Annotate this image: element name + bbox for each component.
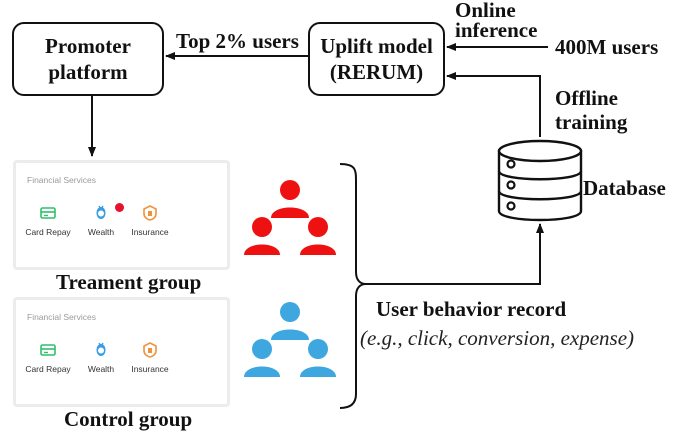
promoter-label-line1: Promoter (45, 34, 131, 58)
service-label: Wealth (87, 364, 115, 374)
treatment-card: Financial Services Card Repay Wealth Ins… (13, 160, 230, 270)
insurance-icon (141, 342, 159, 358)
card-title: Financial Services (27, 312, 96, 322)
service-wealth: Wealth (71, 342, 131, 374)
behavior-record-title: User behavior record (376, 297, 567, 321)
wealth-icon (92, 205, 110, 221)
top-users-label: Top 2% users (176, 29, 299, 53)
offline-training-label: Offline training (555, 86, 627, 134)
uplift-label-line1: Uplift model (320, 34, 433, 58)
service-label: Wealth (87, 227, 115, 237)
treatment-people-icon (244, 180, 336, 255)
service-card-repay: Card Repay (18, 205, 78, 237)
service-card-repay: Card Repay (18, 342, 78, 374)
offline-label-line2: training (555, 110, 628, 134)
online-label-line1: Online (455, 0, 516, 22)
online-label-line2: inference (455, 18, 538, 42)
arrow-behavior-to-database (366, 223, 544, 285)
service-label: Insurance (131, 227, 169, 237)
service-insurance: Insurance (120, 342, 180, 374)
treatment-group-label: Treament group (56, 270, 202, 294)
behavior-brace (339, 163, 367, 409)
service-label: Insurance (131, 364, 169, 374)
card-icon (39, 342, 57, 358)
promoter-label-line2: platform (48, 60, 128, 84)
control-group-label: Control group (64, 407, 193, 431)
behavior-record-examples: (e.g., click, conversion, expense) (360, 326, 635, 350)
control-card: Financial Services Card Repay Wealth Ins… (13, 297, 230, 407)
database-icon (497, 139, 583, 222)
insurance-icon (141, 205, 159, 221)
uplift-model-box: Uplift model (RERUM) (308, 22, 445, 96)
promoter-platform-box: Promoter platform (12, 22, 164, 96)
wealth-icon (92, 342, 110, 358)
card-icon (39, 205, 57, 221)
database-label: Database (583, 176, 666, 200)
service-wealth: Wealth (71, 203, 131, 237)
service-label: Card Repay (25, 227, 71, 237)
card-title: Financial Services (27, 175, 96, 185)
arrow-database-to-uplift (446, 72, 541, 137)
control-people-icon (244, 302, 336, 377)
uplift-label-line2: (RERUM) (329, 60, 424, 84)
service-label: Card Repay (25, 364, 71, 374)
service-insurance: Insurance (120, 205, 180, 237)
offline-label-line1: Offline (555, 86, 618, 110)
online-inference-label: Online inference (455, 0, 538, 42)
users-400m-label: 400M users (555, 35, 659, 59)
notification-badge (115, 203, 124, 212)
